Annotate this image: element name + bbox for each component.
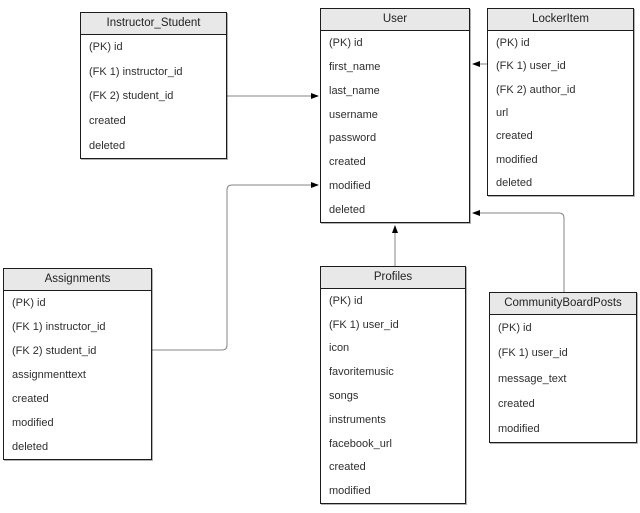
field-row[interactable]: created xyxy=(329,461,366,474)
field-row[interactable]: (FK 1) instructor_id xyxy=(12,321,106,333)
entity-title-communityboardposts[interactable]: CommunityBoardPosts xyxy=(490,293,636,315)
connector-assignments-to-user[interactable] xyxy=(152,182,319,351)
field-row[interactable]: (FK 1) user_id xyxy=(496,60,566,73)
field-row[interactable]: created xyxy=(496,130,533,143)
field-row[interactable]: deleted xyxy=(89,139,126,152)
entity-field-list: (PK) id first_name last_name username passwo… xyxy=(321,31,469,222)
field-row[interactable]: url xyxy=(496,106,509,119)
field-row[interactable]: (FK 2) student_id xyxy=(12,345,97,357)
entity-table-user[interactable]: User (PK) id first_name last_name username p… xyxy=(320,8,470,223)
entity-table-communityboardposts[interactable]: CommunityBoardPosts (PK) id (FK 1) user_i… xyxy=(489,292,637,443)
entity-title-lockeritem[interactable]: LockerItem xyxy=(488,9,633,31)
field-row[interactable]: modified xyxy=(329,180,371,193)
field-row[interactable]: (PK) id xyxy=(12,297,46,309)
field-row[interactable]: songs xyxy=(329,390,359,403)
entity-title-assignments[interactable]: Assignments xyxy=(4,269,151,291)
field-row[interactable]: deleted xyxy=(329,204,366,217)
field-row[interactable]: assignmenttext xyxy=(12,369,86,381)
entity-table-assignments[interactable]: Assignments (PK) id(FK 1) instructor_id(… xyxy=(3,268,152,460)
field-row[interactable]: modified xyxy=(498,423,540,436)
field-row[interactable]: password xyxy=(329,132,377,145)
field-row[interactable]: facebook_url xyxy=(329,437,392,450)
field-row[interactable]: instruments xyxy=(329,413,386,426)
field-row[interactable]: favoritemusic xyxy=(329,366,394,379)
field-row[interactable]: (FK 1) instructor_id xyxy=(89,65,183,78)
field-row[interactable]: (FK 1) user_id xyxy=(498,347,568,360)
entity-field-list: (PK) id (FK 1) instructor_id (FK 2) studen… xyxy=(81,35,226,158)
field-row[interactable]: deleted xyxy=(12,441,49,453)
field-row[interactable]: first_name xyxy=(329,60,381,73)
field-row[interactable]: (FK 2) student_id xyxy=(89,90,174,103)
field-row[interactable]: (PK) id xyxy=(498,321,532,334)
entity-title-profiles[interactable]: Profiles xyxy=(321,267,465,289)
field-row[interactable]: (PK) id xyxy=(329,294,363,307)
field-row[interactable]: icon xyxy=(329,342,350,355)
field-row[interactable]: created xyxy=(329,156,366,169)
field-row[interactable]: (FK 2) author_id xyxy=(496,83,576,96)
field-row[interactable]: deleted xyxy=(496,177,533,190)
field-row[interactable]: created xyxy=(498,397,535,410)
field-row[interactable]: username xyxy=(329,108,378,121)
field-row[interactable]: modified xyxy=(329,485,371,498)
field-row[interactable]: (PK) id xyxy=(496,36,530,49)
field-row[interactable]: modified xyxy=(12,417,54,429)
entity-table-instructor-student[interactable]: Instructor_Student (PK) id (FK 1) instruc… xyxy=(80,12,227,159)
field-row[interactable]: (PK) id xyxy=(89,41,123,54)
field-row[interactable]: created xyxy=(12,393,49,405)
field-row[interactable]: (PK) id xyxy=(329,36,363,49)
entity-table-lockeritem[interactable]: LockerItem (PK) id (FK 1) user_id (FK 2) a… xyxy=(487,8,634,196)
connector-communityboardposts-to-user[interactable] xyxy=(472,210,565,292)
field-row[interactable]: last_name xyxy=(329,84,380,97)
entity-title-instructor-student[interactable]: Instructor_Student xyxy=(81,13,226,35)
field-row[interactable]: created xyxy=(89,115,126,128)
field-row[interactable]: message_text xyxy=(498,372,567,385)
field-row[interactable]: (FK 1) user_id xyxy=(329,318,399,331)
field-row[interactable]: modified xyxy=(496,153,538,166)
entity-title-user[interactable]: User xyxy=(321,9,469,31)
entity-field-list: (PK) id (FK 1) instructor_id (FK 2) studen… xyxy=(4,291,151,459)
